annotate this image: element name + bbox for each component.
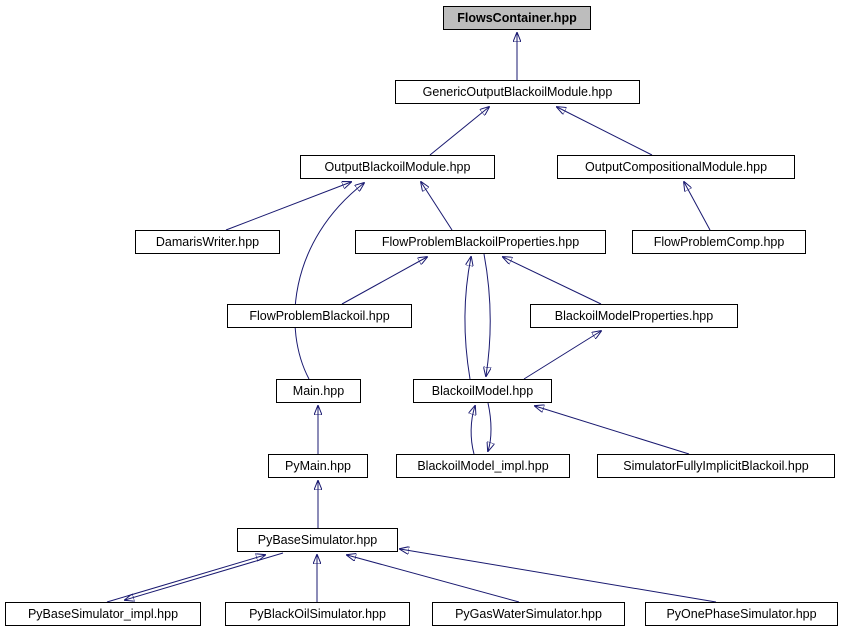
node-flowscontainer-hpp: FlowsContainer.hpp: [443, 6, 591, 30]
edge-pyonephasesimulator-pybasesimulator: [400, 549, 717, 603]
edge-blackoilmodel-blackoilmodelproperties: [523, 331, 601, 380]
edge-pygaswatersimulator-pybasesimulator: [347, 555, 520, 603]
node-pymain-hpp[interactable]: PyMain.hpp: [268, 454, 368, 478]
node-blackoilmodel-hpp[interactable]: BlackoilModel.hpp: [413, 379, 552, 403]
node-flowproblemblackoilproperties-hpp[interactable]: FlowProblemBlackoilProperties.hpp: [355, 230, 606, 254]
node-simulatorfullyimplicitblackoil-hpp[interactable]: SimulatorFullyImplicitBlackoil.hpp: [597, 454, 835, 478]
edge-blackoilmodel-flowproblemblackoilproperties: [464, 257, 471, 380]
node-blackoilmodelproperties-hpp[interactable]: BlackoilModelProperties.hpp: [530, 304, 738, 328]
node-pybasesimulator-hpp[interactable]: PyBaseSimulator.hpp: [237, 528, 398, 552]
node-pyblackoilsimulator-hpp[interactable]: PyBlackOilSimulator.hpp: [225, 602, 410, 626]
edge-damariswriter-outputblackoilmodule: [225, 182, 351, 231]
edge-flowproblemcomp-outputcompositionalmodule: [684, 182, 711, 231]
node-pygaswatersimulator-hpp[interactable]: PyGasWaterSimulator.hpp: [432, 602, 625, 626]
edge-simulatorfullyimplicitblackoil-blackoilmodel: [535, 406, 690, 455]
node-main-hpp[interactable]: Main.hpp: [276, 379, 361, 403]
node-flowproblemcomp-hpp[interactable]: FlowProblemComp.hpp: [632, 230, 806, 254]
edge-blackoilmodel-blackoilmodel-impl: [488, 402, 491, 451]
node-damariswriter-hpp[interactable]: DamarisWriter.hpp: [135, 230, 280, 254]
edge-flowproblemblackoil-flowproblemblackoilproperties: [341, 257, 427, 305]
node-blackoilmodel-impl-hpp[interactable]: BlackoilModel_impl.hpp: [396, 454, 570, 478]
edge-pybasesimulator-pybasesimulator-impl: [125, 552, 284, 600]
node-genericoutputblackoilmodule-hpp[interactable]: GenericOutputBlackoilModule.hpp: [395, 80, 640, 104]
edge-flowproblemblackoilproperties-outputblackoilmodule: [421, 182, 453, 231]
edge-blackoilmodelproperties-flowproblemblackoilproperties: [503, 257, 602, 305]
edge-outputcompositionalmodule-genericoutputblackoilmodule: [557, 107, 653, 156]
node-outputblackoilmodule-hpp[interactable]: OutputBlackoilModule.hpp: [300, 155, 495, 179]
node-pybasesimulator-impl-hpp[interactable]: PyBaseSimulator_impl.hpp: [5, 602, 201, 626]
node-pyonephasesimulator-hpp[interactable]: PyOnePhaseSimulator.hpp: [645, 602, 838, 626]
edge-pybasesimulator-impl-pybasesimulator: [106, 555, 265, 603]
edge-flowproblemblackoilproperties-blackoilmodel: [484, 253, 490, 376]
edge-outputblackoilmodule-genericoutputblackoilmodule: [429, 107, 489, 156]
edge-blackoilmodel-impl-blackoilmodel: [471, 406, 475, 455]
node-outputcompositionalmodule-hpp[interactable]: OutputCompositionalModule.hpp: [557, 155, 795, 179]
edge-main-outputblackoilmodule: [294, 183, 364, 380]
node-flowproblemblackoil-hpp[interactable]: FlowProblemBlackoil.hpp: [227, 304, 412, 328]
